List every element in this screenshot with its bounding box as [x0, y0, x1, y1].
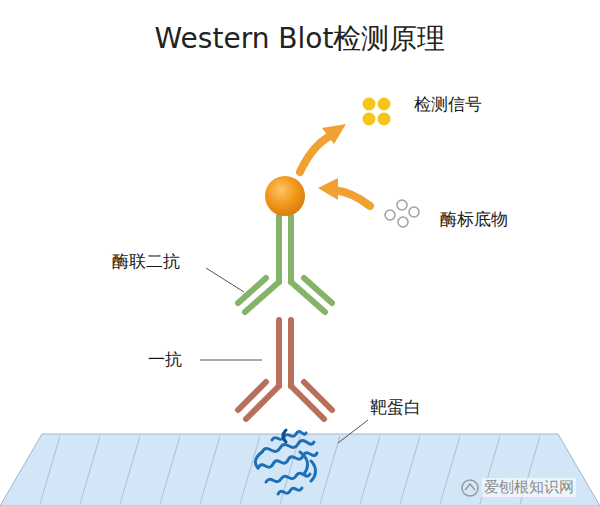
membrane-line	[80, 436, 100, 504]
leader-lines	[200, 268, 368, 443]
membrane-line	[440, 436, 460, 504]
signal-dots	[363, 98, 391, 126]
secondary-antibody	[238, 216, 332, 312]
membrane-line	[320, 436, 340, 504]
membrane-line	[360, 436, 380, 504]
membrane-line	[160, 436, 180, 504]
membrane-line	[200, 436, 220, 504]
primary-antibody-label: 一抗	[148, 348, 182, 371]
substrate-label: 酶标底物	[440, 208, 508, 231]
membrane-line	[40, 436, 60, 504]
signal-label: 检测信号	[414, 93, 482, 116]
enzyme	[265, 176, 305, 216]
membrane-line	[120, 436, 140, 504]
secondary-antibody-label: 酶联二抗	[112, 250, 180, 273]
membrane-line	[400, 436, 420, 504]
watermark: 爱刨根知识网	[482, 478, 576, 497]
membrane	[0, 434, 600, 506]
reaction-arrows	[300, 124, 370, 206]
watermark-logo	[462, 480, 478, 496]
membrane-line	[240, 436, 260, 504]
target-protein	[255, 430, 317, 494]
primary-antibody	[238, 320, 332, 419]
title: Western Blot检测原理	[0, 20, 600, 58]
target-protein-label: 靶蛋白	[370, 396, 421, 419]
substrate-circles	[385, 200, 419, 227]
